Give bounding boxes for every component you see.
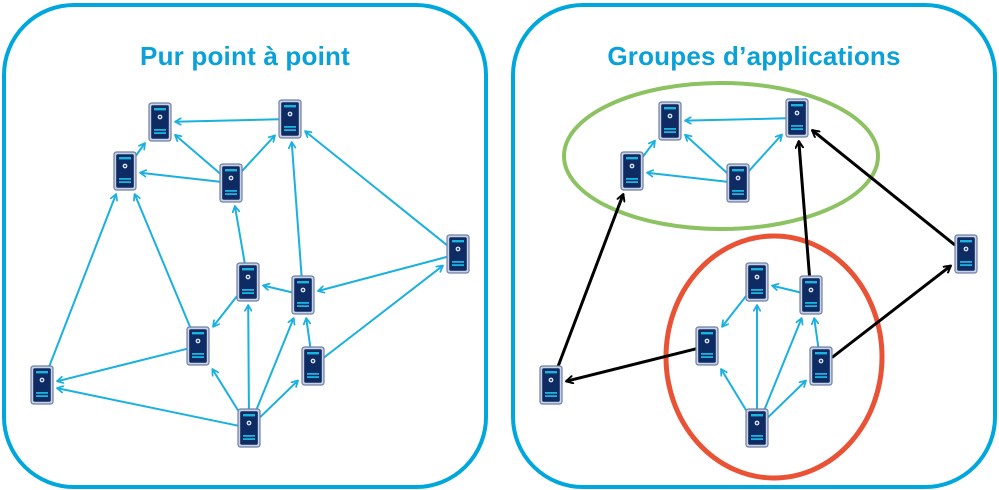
server-icon — [219, 163, 243, 203]
link-s2-to-s1 — [175, 119, 280, 121]
link-s4-to-s3 — [140, 173, 221, 183]
server-icon — [809, 346, 833, 386]
link-s7-to-s2 — [305, 131, 448, 246]
inter-group-link-r9-to-r3 — [556, 194, 623, 367]
link-s11-to-s10 — [259, 381, 298, 419]
server-icon — [785, 98, 809, 138]
link-s5-to-s4 — [235, 206, 246, 264]
link-s6-to-s5 — [263, 286, 293, 294]
link-r4-to-r3 — [647, 173, 728, 183]
link-r5-to-r8 — [722, 295, 747, 327]
inter-group-link-r10-to-r7 — [831, 264, 951, 359]
link-r10-to-r6 — [814, 318, 820, 348]
link-r11-to-r6 — [763, 318, 802, 410]
link-r6-to-r5 — [772, 286, 801, 294]
link-s9-to-s3 — [48, 194, 116, 367]
link-s5-to-s8 — [213, 295, 238, 327]
server-icon — [745, 262, 769, 302]
server-icon — [954, 234, 978, 274]
server-icon — [291, 275, 315, 315]
link-s10-to-s7 — [323, 266, 443, 359]
link-s8-to-s9 — [57, 347, 188, 382]
server-icon — [301, 346, 325, 386]
server-icon — [726, 163, 750, 203]
link-r11-to-r8 — [721, 369, 747, 411]
link-r3-to-r1 — [642, 141, 655, 158]
server-icon — [236, 262, 260, 302]
inter-group-link-r8-to-r9 — [566, 347, 697, 382]
link-s10-to-s6 — [306, 318, 312, 348]
panel-point-to-point: Pur point à point — [2, 3, 488, 489]
link-r2-to-r1 — [685, 118, 787, 120]
link-s11-to-s6 — [255, 318, 294, 410]
link-s6-to-s2 — [292, 142, 303, 277]
panel-title-application-groups: Groupes d’applications — [607, 41, 901, 71]
link-r11-to-r10 — [767, 381, 806, 419]
inter-group-link-r6-to-r2 — [799, 141, 811, 277]
link-s4-to-s1 — [175, 135, 221, 175]
server-icon — [695, 326, 719, 366]
server-icon — [745, 408, 769, 448]
link-s11-to-s8 — [212, 369, 239, 411]
link-s7-to-s6 — [318, 255, 448, 291]
server-icon — [278, 99, 302, 139]
link-r4-to-r1 — [685, 135, 728, 174]
server-icon — [30, 365, 54, 405]
link-s11-to-s5 — [248, 305, 249, 410]
server-icon — [620, 151, 644, 191]
inter-group-link-r7-to-r2 — [812, 128, 956, 247]
server-icon — [539, 365, 563, 405]
group-top-outline — [562, 81, 880, 231]
server-icon — [148, 102, 172, 142]
server-icon — [658, 101, 682, 141]
server-icon — [237, 408, 261, 448]
server-icon — [186, 326, 210, 366]
server-icon — [799, 275, 823, 315]
server-icon — [113, 151, 137, 191]
link-s11-to-s9 — [57, 388, 239, 427]
link-s3-to-s1 — [135, 143, 145, 157]
panel-title-point-to-point: Pur point à point — [140, 41, 350, 71]
server-icon — [446, 234, 470, 274]
link-r4-to-r2 — [748, 135, 782, 172]
link-s8-to-s3 — [135, 194, 192, 328]
link-s4-to-s2 — [241, 135, 275, 172]
